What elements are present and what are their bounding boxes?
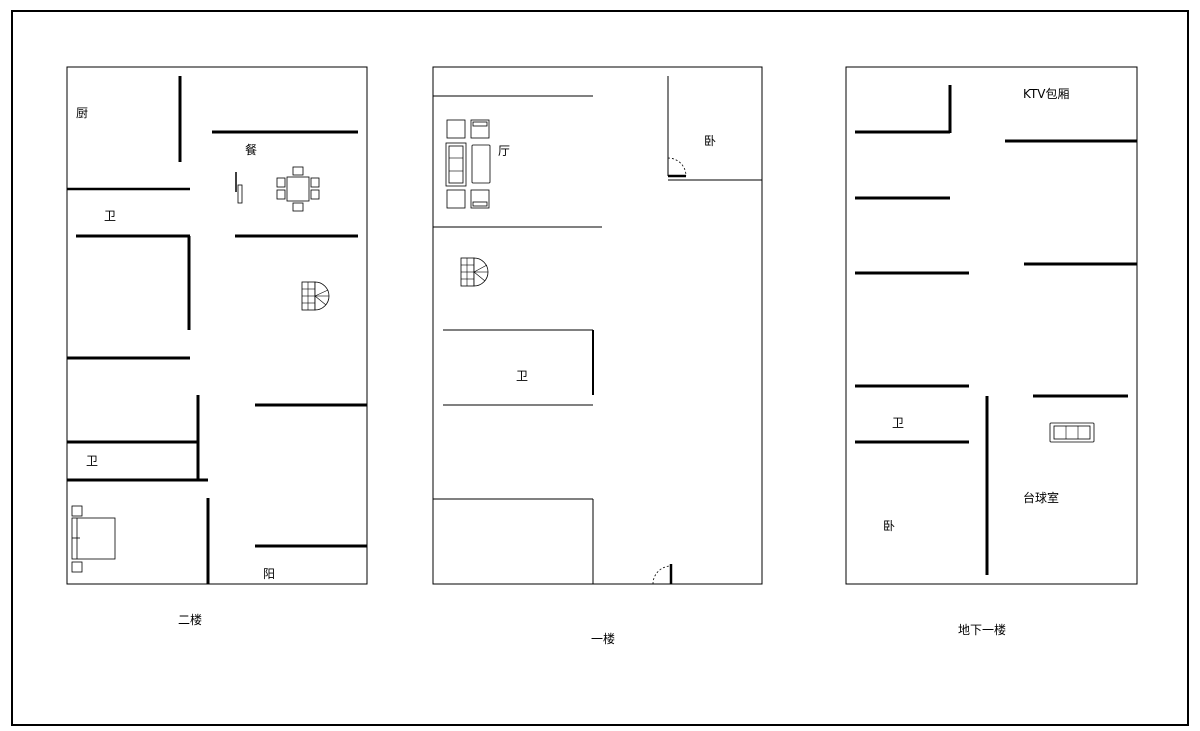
room-label-dining: 餐 xyxy=(245,142,257,157)
fixture-icon xyxy=(235,172,243,204)
spiral-stair-icon xyxy=(301,281,330,311)
room-label-bathroom: 卫 xyxy=(516,369,528,383)
door-swing xyxy=(652,565,672,585)
room-label-living-room: 厅 xyxy=(498,144,510,158)
door-swing xyxy=(667,157,687,177)
floor-plan-first-floor: 厅 卧 卫 一楼 xyxy=(432,66,763,646)
second-floor-outline xyxy=(66,66,368,585)
spiral-stair-icon xyxy=(460,257,489,287)
room-label-balcony: 阳 xyxy=(263,567,275,581)
floor-plan-basement: KTV包厢 卫 台球室 卧 地下一楼 xyxy=(845,66,1138,637)
sofa-set-icon xyxy=(445,119,491,209)
drawing-border xyxy=(11,10,1189,726)
floor-caption-first-floor: 一楼 xyxy=(591,631,615,646)
room-label-bathroom: 卫 xyxy=(892,416,904,430)
room-label-bathroom: 卫 xyxy=(86,454,98,468)
floor-plan-second-floor: 厨 餐 卫 卫 阳 二楼 xyxy=(66,66,368,627)
floor-caption-second-floor: 二楼 xyxy=(178,612,202,627)
room-label-bedroom: 卧 xyxy=(883,519,895,533)
bed-icon xyxy=(71,505,116,573)
basement-outline xyxy=(845,66,1138,585)
room-label-billiard-room: 台球室 xyxy=(1023,490,1059,505)
room-label-ktv-room: KTV包厢 xyxy=(1023,87,1069,101)
dining-table-icon xyxy=(276,166,320,212)
floor-caption-basement: 地下一楼 xyxy=(958,622,1006,637)
room-label-kitchen: 厨 xyxy=(76,106,88,120)
sofa-icon xyxy=(1049,422,1095,443)
room-label-bathroom: 卫 xyxy=(104,209,116,223)
first-floor-outline xyxy=(432,66,763,585)
room-label-bedroom: 卧 xyxy=(704,134,716,148)
